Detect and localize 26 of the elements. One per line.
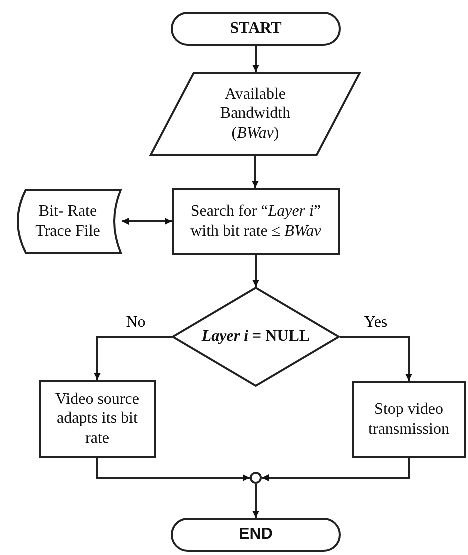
terminal-shape (171, 518, 341, 552)
terminal-shape (171, 12, 341, 46)
process-box (39, 380, 156, 458)
arrow (340, 336, 412, 381)
arrow (252, 46, 260, 72)
node-label: Video source adapts its bit rate (54, 390, 140, 448)
node-label: Available Bandwidth (BWav) (219, 85, 292, 143)
node-label: END (238, 525, 274, 545)
arrow (252, 255, 260, 287)
process-box (352, 381, 466, 458)
arrow (252, 484, 260, 518)
stored-data-shape (14, 189, 122, 254)
arrow (96, 458, 250, 482)
junction-circle (250, 472, 262, 484)
arrow (94, 336, 172, 380)
decision-diamond (172, 287, 340, 387)
arrow (252, 156, 259, 188)
node-label: Bit- Rate Trace File (34, 202, 102, 241)
arrow (122, 218, 172, 225)
node-label: Layer i = NULL (200, 327, 312, 347)
node-label: Search for “Layer i” with bit rate ≤ BWav (190, 202, 322, 241)
node-label: START (229, 19, 283, 39)
input-parallelogram (150, 72, 361, 156)
process-box (172, 188, 340, 255)
arrow (262, 458, 410, 482)
node-label: Stop video transmission (368, 400, 450, 439)
